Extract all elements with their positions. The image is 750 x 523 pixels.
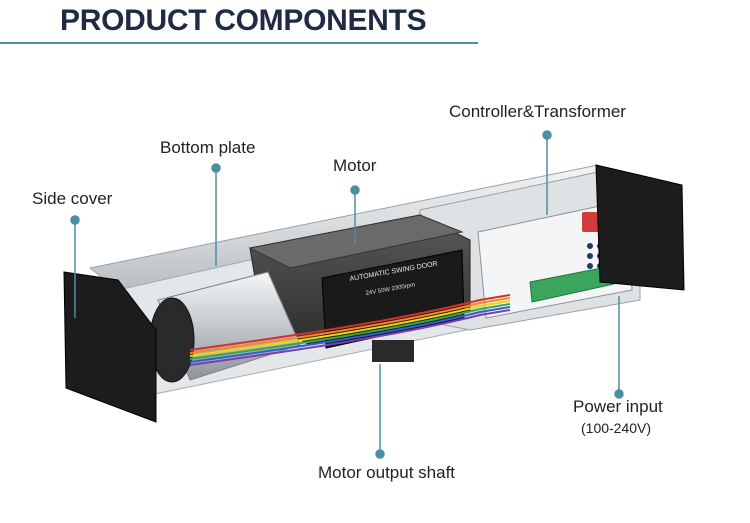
terminal-block — [529, 265, 615, 303]
controller-housing — [419, 171, 664, 331]
label-power-input-range: (100-240V) — [581, 420, 652, 436]
label-power-input: Power input — [573, 397, 663, 416]
label-bottom-plate: Bottom plate — [160, 138, 256, 157]
title-underline — [0, 42, 478, 44]
label-motor-output-shaft: Motor output shaft — [318, 463, 456, 482]
page-title: PRODUCT COMPONENTS — [60, 4, 427, 37]
callouts — [70, 130, 624, 459]
output-shaft-block — [372, 340, 414, 362]
label-motor: Motor — [333, 156, 377, 175]
label-side-cover: Side cover — [32, 189, 113, 208]
right-side-cover — [595, 164, 685, 291]
ribbon-cable — [189, 294, 511, 366]
motor-gearbox: AUTOMATIC SWING DOOR 24V 50W 2300rpm — [248, 214, 471, 362]
label-controller-transformer: Controller&Transformer — [449, 102, 626, 121]
left-side-cover — [63, 271, 157, 423]
